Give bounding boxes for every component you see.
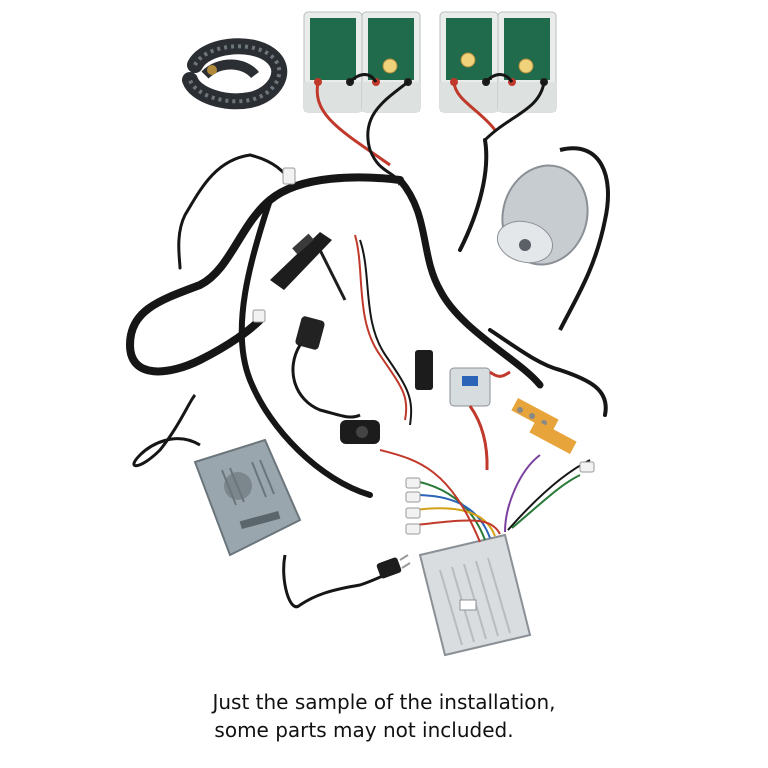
battery-4 bbox=[497, 11, 557, 113]
motor bbox=[496, 146, 610, 331]
battery-3 bbox=[439, 11, 499, 113]
battery-2 bbox=[361, 11, 421, 113]
wiring-harness bbox=[125, 138, 608, 498]
power-plug bbox=[376, 554, 411, 579]
terminal-block bbox=[511, 398, 577, 454]
controller-wires bbox=[379, 449, 591, 543]
caption-line-2: some parts may not included. bbox=[214, 718, 514, 742]
key-switch bbox=[340, 350, 433, 444]
connectors bbox=[252, 167, 595, 535]
chain bbox=[182, 38, 288, 110]
hand-switch bbox=[291, 234, 413, 426]
caption-line-1: Just the sample of the installation, bbox=[212, 690, 556, 714]
circuit-breaker bbox=[449, 367, 511, 471]
controller bbox=[418, 533, 532, 657]
battery-1 bbox=[303, 11, 363, 113]
battery-wires bbox=[315, 73, 546, 186]
throttle-pedal bbox=[270, 232, 347, 301]
charger bbox=[132, 393, 396, 609]
